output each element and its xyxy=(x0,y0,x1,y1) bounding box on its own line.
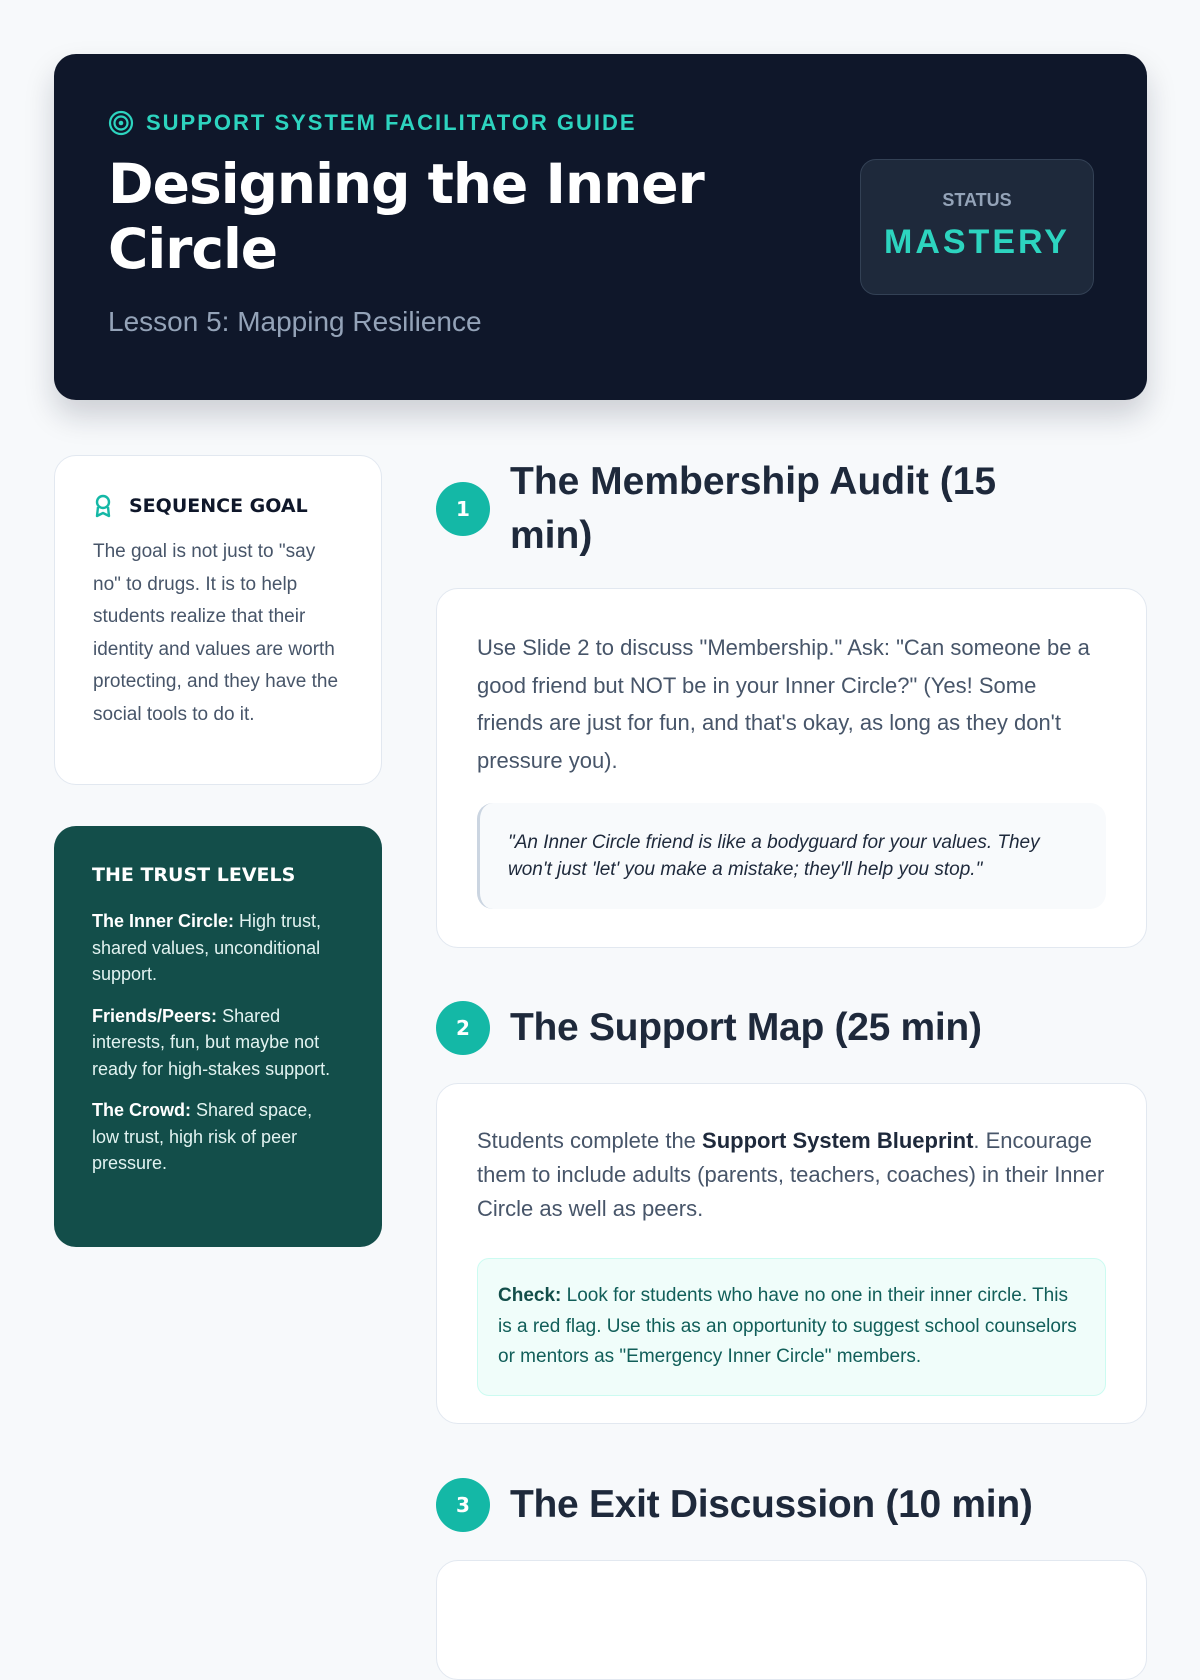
body-text: Students complete the xyxy=(477,1128,703,1153)
lesson-subtitle: Lesson 5: Mapping Resilience xyxy=(108,306,482,337)
trust-desc: Shared space, low trust, high risk of pe… xyxy=(92,1100,313,1173)
status-value: MASTERY xyxy=(884,223,1070,261)
section-heading: 2 The Support Map (25 min) xyxy=(436,1001,982,1055)
target-icon xyxy=(108,110,134,136)
check-callout: Check: Look for students who have no one… xyxy=(477,1258,1106,1396)
section-title: The Support Map (25 min) xyxy=(510,1006,982,1049)
sequence-goal-card: SEQUENCE GOAL The goal is not just to "s… xyxy=(54,455,382,785)
trust-desc: Shared interests, fun, but maybe not rea… xyxy=(92,1005,331,1079)
trust-level-item: Friends/Peers: Shared interests, fun, bu… xyxy=(92,1003,344,1083)
section-heading: 1 The Membership Audit (15 min) xyxy=(436,455,1070,563)
blueprint-name: Support System Blueprint xyxy=(702,1128,974,1153)
award-icon xyxy=(95,494,111,518)
section-heading: 3 The Exit Discussion (10 min) xyxy=(436,1478,1033,1532)
status-label: STATUS xyxy=(942,190,1012,210)
kicker-text: SUPPORT SYSTEM FACILITATOR GUIDE xyxy=(146,110,637,135)
sequence-goal-text: The goal is not just to "say no" to drug… xyxy=(93,541,339,725)
check-text: Look for students who have no one in the… xyxy=(498,1285,1077,1367)
section-quote: "An Inner Circle friend is like a bodygu… xyxy=(477,803,1106,909)
section-title: The Exit Discussion (10 min) xyxy=(510,1483,1033,1526)
sequence-goal-title: SEQUENCE GOAL xyxy=(129,495,308,517)
trust-level-item: The Inner Circle: High trust, shared val… xyxy=(92,908,344,988)
section-body: Students complete the Support System Blu… xyxy=(477,1124,1106,1226)
section-card: Students complete the Support System Blu… xyxy=(436,1083,1147,1424)
trust-level-item: The Crowd: Shared space, low trust, high… xyxy=(92,1097,344,1177)
trust-term: The Crowd: xyxy=(92,1100,191,1120)
trust-desc: High trust, shared values, unconditional… xyxy=(92,911,322,984)
status-badge: STATUS MASTERY xyxy=(860,159,1094,295)
body-text: . Encourage them to include adults (pare… xyxy=(477,1128,1105,1221)
trust-levels-title: THE TRUST LEVELS xyxy=(92,864,296,886)
step-number-badge: 3 xyxy=(436,1478,490,1532)
section-card xyxy=(436,1560,1147,1680)
hero-banner: SUPPORT SYSTEM FACILITATOR GUIDE Designi… xyxy=(54,54,1147,400)
guide-kicker: SUPPORT SYSTEM FACILITATOR GUIDE xyxy=(108,110,637,136)
page-title: Designing the Inner Circle xyxy=(108,152,705,281)
sequence-goal-heading: SEQUENCE GOAL xyxy=(93,494,343,518)
section-card: Use Slide 2 to discuss "Membership." Ask… xyxy=(436,588,1147,948)
step-number-badge: 2 xyxy=(436,1001,490,1055)
trust-levels-card: THE TRUST LEVELS The Inner Circle: High … xyxy=(54,826,382,1247)
trust-term: Friends/Peers: xyxy=(92,1005,218,1026)
section-body: Use Slide 2 to discuss "Membership." Ask… xyxy=(477,635,1090,773)
section-title: The Membership Audit (15 min) xyxy=(510,460,997,557)
check-label: Check: xyxy=(498,1285,562,1306)
step-number-badge: 1 xyxy=(436,482,490,536)
trust-term: The Inner Circle: xyxy=(92,911,235,931)
